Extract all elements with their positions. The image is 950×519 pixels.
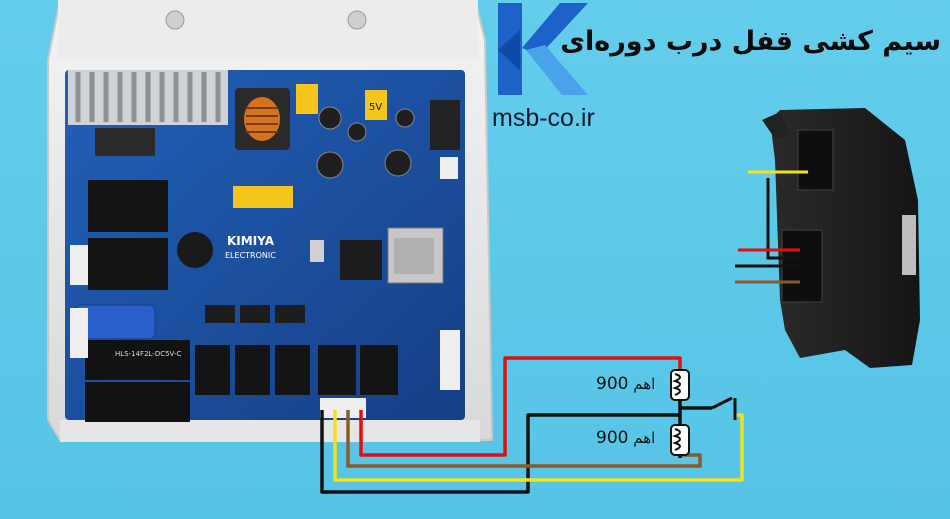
relay xyxy=(85,382,190,422)
resistor-icon xyxy=(670,369,690,401)
relay-row xyxy=(195,345,398,395)
header-connector xyxy=(430,100,460,150)
schematic-wires xyxy=(320,356,744,494)
lock-wires xyxy=(735,170,808,284)
board-brand: KIMIYA xyxy=(227,234,275,248)
resistor-value: 900 xyxy=(596,374,629,394)
resistor-value: 900 xyxy=(596,428,629,448)
regulator-label: 5V xyxy=(369,102,382,113)
logo-k-icon xyxy=(498,3,588,95)
relay xyxy=(85,340,190,380)
capacitor xyxy=(318,106,342,130)
regulator xyxy=(365,90,387,120)
resistor-label-2: اهم 900 xyxy=(596,428,655,448)
capacitor xyxy=(296,84,318,114)
switch-icon xyxy=(711,396,737,420)
page-title: سیم کشی قفل درب دوره‌ای xyxy=(560,26,941,57)
microcontroller xyxy=(340,240,382,280)
relay xyxy=(88,180,168,232)
heatsink xyxy=(68,70,228,156)
resistor-unit: اهم xyxy=(633,375,656,393)
screw-icon xyxy=(347,10,367,30)
capacitor xyxy=(233,186,293,208)
resistor-unit: اهم xyxy=(633,429,656,447)
buzzer xyxy=(177,232,213,268)
door-lock-icon xyxy=(762,108,920,368)
pcb-board: 5V KIMIYA ELECTRONIC HLS-14F2L-DC5V-C xyxy=(65,70,465,422)
board-brand-sub: ELECTRONIC xyxy=(225,251,276,260)
website-label: msb-co.ir xyxy=(492,104,595,132)
screw-icon xyxy=(165,10,185,30)
resistor-label-1: اهم 900 xyxy=(596,374,655,394)
resistor-icon xyxy=(670,424,690,456)
lock-connector xyxy=(320,398,366,418)
ic-chip xyxy=(205,305,235,323)
relay-label: HLS-14F2L-DC5V-C xyxy=(115,350,181,358)
relay xyxy=(88,238,168,290)
